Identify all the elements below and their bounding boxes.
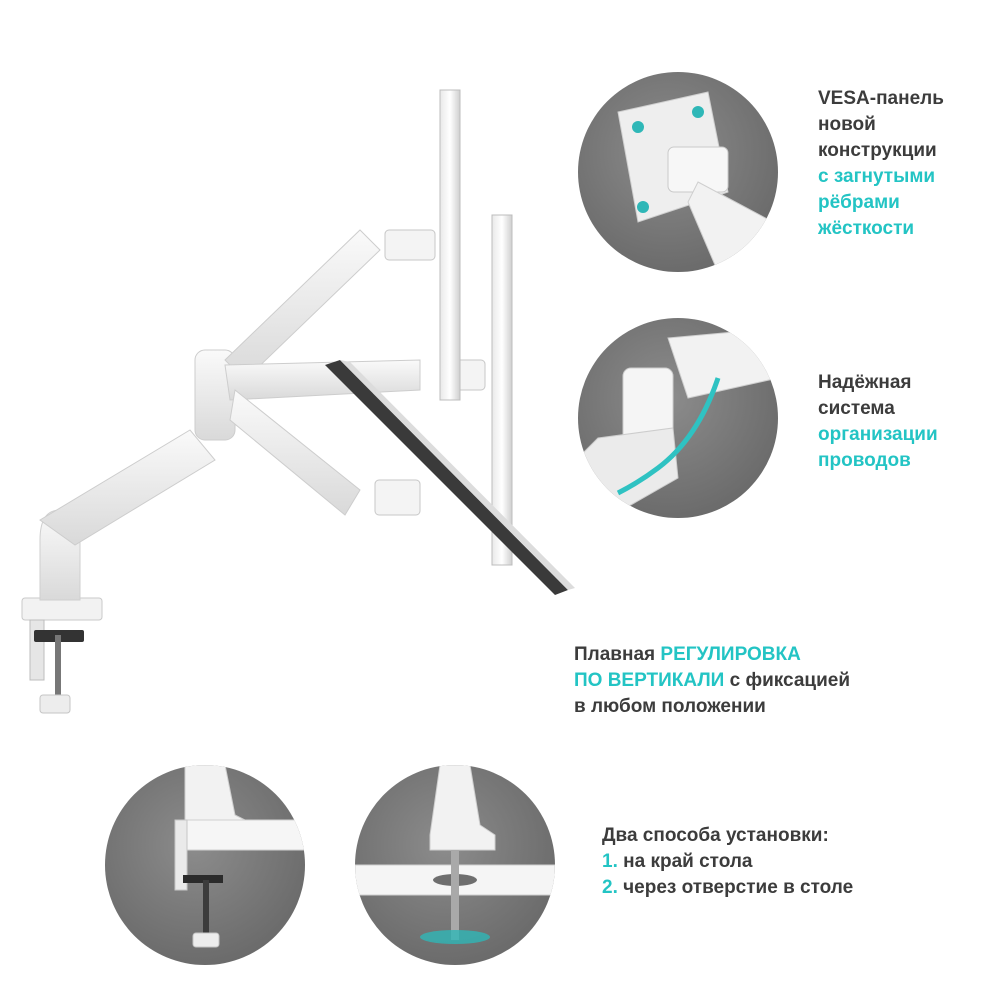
adjustment-text: Плавная xyxy=(574,644,661,665)
installation-title: Два способа установки: xyxy=(602,825,829,846)
installation-caption: Два способа установки: 1. на край стола … xyxy=(602,823,853,901)
caption-line-accent: проводов xyxy=(818,450,911,471)
caption-line: новой xyxy=(818,114,876,135)
dual-monitor-arm-photo xyxy=(0,70,600,750)
caption-line: конструкции xyxy=(818,140,937,161)
option-number: 1. xyxy=(602,851,618,872)
option-text: на край стола xyxy=(617,851,753,872)
adjustment-accent: РЕГУЛИРОВКА xyxy=(660,644,801,665)
caption-line: система xyxy=(818,398,895,419)
cable-management-closeup xyxy=(578,318,778,518)
adjustment-text: в любом положении xyxy=(574,696,766,717)
adjustment-accent: ПО ВЕРТИКАЛИ xyxy=(574,670,725,691)
caption-line: Надёжная xyxy=(818,372,912,393)
caption-line-accent: организации xyxy=(818,424,938,445)
option-text: через отверстие в столе xyxy=(617,877,854,898)
caption-line-accent: жёсткости xyxy=(818,218,915,239)
option-number: 2. xyxy=(602,877,618,898)
vesa-panel-closeup xyxy=(578,72,778,272)
vertical-adjustment-caption: Плавная РЕГУЛИРОВКА ПО ВЕРТИКАЛИ с фикса… xyxy=(574,642,850,720)
caption-line: VESA-панель xyxy=(818,88,944,109)
vesa-panel-caption: VESA-панель новой конструкции с загнутым… xyxy=(818,86,944,242)
grommet-mount-closeup xyxy=(355,765,555,965)
cable-management-caption: Надёжная система организации проводов xyxy=(818,370,938,474)
caption-line-accent: с загнутыми xyxy=(818,166,936,187)
caption-line-accent: рёбрами xyxy=(818,192,900,213)
adjustment-text: с фиксацией xyxy=(724,670,851,691)
clamp-mount-closeup xyxy=(105,765,305,965)
